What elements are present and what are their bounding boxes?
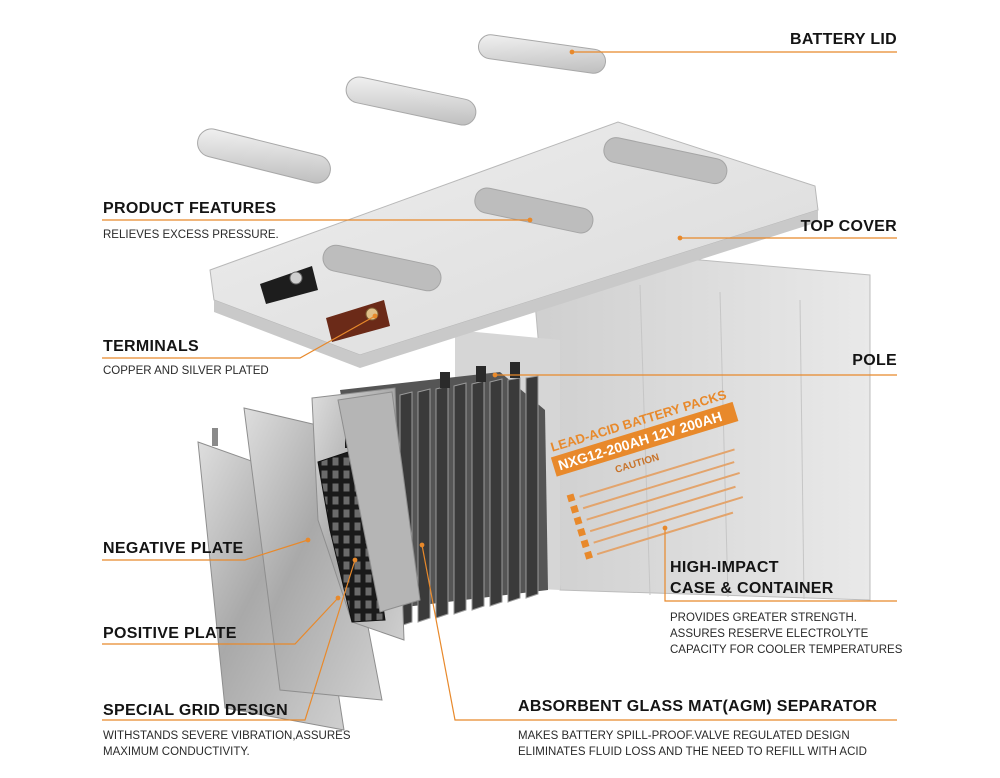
- high-impact-desc-line-1: PROVIDES GREATER STRENGTH.: [670, 612, 858, 624]
- high-impact-title: HIGH-IMPACT CASE & CONTAINER: [670, 557, 834, 599]
- positive-plate-shape: [243, 407, 383, 701]
- high-impact-desc: PROVIDES GREATER STRENGTH. ASSURES RESER…: [670, 610, 902, 658]
- leader-negative-plate: [102, 539, 309, 561]
- battery-lid-title: BATTERY LID: [789, 31, 897, 48]
- terminals-desc: COPPER AND SILVER PLATED: [103, 363, 269, 379]
- terminals-desc-line: COPPER AND SILVER PLATED: [103, 365, 269, 377]
- battery-model-band: [550, 401, 739, 477]
- pole-title: POLE: [852, 352, 897, 369]
- special-grid-desc-line-1: WITHSTANDS SEVERE VIBRATION,ASSURES: [103, 730, 351, 742]
- leader-lines: [102, 49, 897, 721]
- top-cover: [209, 121, 819, 368]
- lid-strip-2: [345, 76, 477, 126]
- agm-separator-shape: [337, 391, 421, 613]
- negative-plate-title: NEGATIVE PLATE: [103, 540, 244, 557]
- leader-positive-plate: [102, 597, 339, 645]
- high-impact-desc-line-2: ASSURES RESERVE ELECTROLYTE: [670, 628, 869, 640]
- product-features-desc-line: RELIEVES EXCESS PRESSURE.: [103, 229, 279, 241]
- lid-strip-3: [197, 128, 331, 184]
- agm-separator-desc-line-2: ELIMINATES FLUID LOSS AND THE NEED TO RE…: [518, 746, 867, 758]
- terminal-negative: [260, 266, 318, 304]
- high-impact-title-line-2: CASE & CONTAINER: [670, 580, 834, 597]
- special-grid-desc: WITHSTANDS SEVERE VIBRATION,ASSURES MAXI…: [103, 728, 351, 760]
- caution-text-lines: [579, 448, 744, 556]
- caution-number-badges: [566, 493, 593, 560]
- leader-terminals: [102, 315, 376, 359]
- battery-lid-strips: [197, 34, 606, 184]
- cover-slot-2: [474, 187, 594, 234]
- leader-high-impact: [664, 528, 897, 602]
- high-impact-desc-line-3: CAPACITY FOR COOLER TEMPERATURES: [670, 644, 903, 656]
- leader-special-grid: [102, 559, 356, 721]
- cover-slot-3: [322, 244, 442, 292]
- lid-strip-1: [478, 34, 606, 74]
- cover-slot-1: [603, 137, 728, 185]
- top-cover-title: TOP COVER: [800, 218, 897, 235]
- agm-separator-title: ABSORBENT GLASS MAT(AGM) SEPARATOR: [518, 698, 878, 715]
- agm-separator-desc-line-1: MAKES BATTERY SPILL-PROOF.VALVE REGULATE…: [518, 730, 850, 742]
- leader-agm-separator: [421, 544, 897, 721]
- special-grid-title: SPECIAL GRID DESIGN: [103, 702, 288, 719]
- special-grid-desc-line-2: MAXIMUM CONDUCTIVITY.: [103, 746, 250, 758]
- product-features-desc: RELIEVES EXCESS PRESSURE.: [103, 227, 279, 243]
- positive-plate-title: POSITIVE PLATE: [103, 625, 237, 642]
- product-features-title: PRODUCT FEATURES: [103, 200, 277, 217]
- high-impact-title-line-1: HIGH-IMPACT: [670, 559, 779, 576]
- pole-lugs: [440, 362, 520, 388]
- agm-separator-desc: MAKES BATTERY SPILL-PROOF.VALVE REGULATE…: [518, 728, 867, 760]
- terminals-title: TERMINALS: [103, 338, 200, 355]
